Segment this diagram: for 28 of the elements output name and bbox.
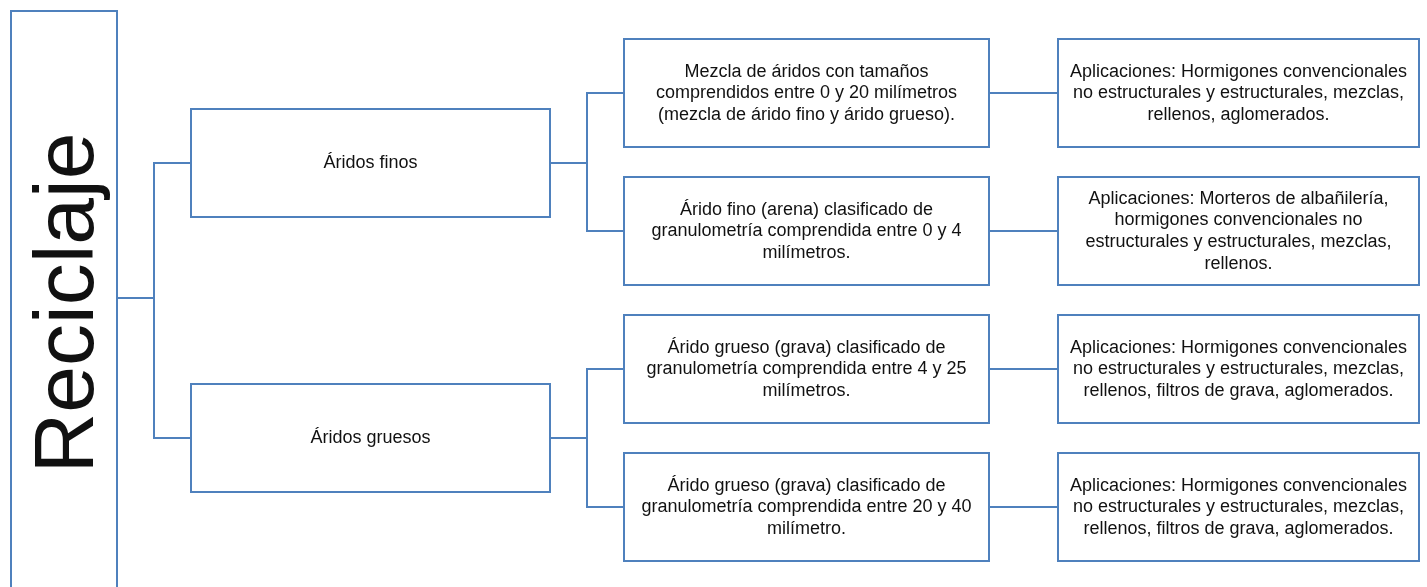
box-text: Mezcla de áridos con tamaños comprendidos entre 0 y 20 milímetros (mezcla de árido fino y árido grueso). [654,60,959,126]
text-box [190,108,551,218]
text-box [623,314,990,424]
text-box [190,383,551,493]
box-text: Árido fino (arena) clasificado de granulometría comprendida entre 0 y 4 milímetros. [650,198,963,264]
box-text: Árido grueso (grava) clasificado de granulometría comprendida entre 20 y 40 milímetro. [640,474,973,540]
box-text: Aplicaciones: Hormigones convencionales no estructurales y estructurales, mezclas, rellenos, aglomerados. [1068,60,1409,126]
box-text: Árido grueso (grava) clasificado de granulometría comprendida entre 4 y 25 milímetros. [645,336,968,402]
box-text: Aplicaciones: Hormigones convencionales no estructurales y estructurales, mezclas, rellenos, filtros de grava, aglomerados. [1068,336,1409,402]
text-box [1057,38,1420,148]
connector-line [550,162,624,232]
text-box [623,38,990,148]
connector-line [989,506,1058,508]
connector-line [989,368,1058,370]
box-text: Aplicaciones: Morteros de albañilería, hormigones convencionales no estructurales y estructurales, mezclas, rellenos. [1084,187,1393,275]
connector-line [989,230,1058,232]
connector-line [550,437,624,508]
connector-line [117,297,191,439]
box-text: Áridos finos [322,152,419,174]
text-box [1057,314,1420,424]
text-box [623,452,990,562]
box-text: Aplicaciones: Hormigones convencionales no estructurales y estructurales, mezclas, rellenos, filtros de grava, aglomerados. [1068,474,1409,540]
text-box [1057,452,1420,562]
connector-line [989,92,1058,94]
title-box [10,10,118,587]
text-box [1057,176,1420,286]
text-box [623,176,990,286]
box-text: Áridos gruesos [309,427,432,449]
